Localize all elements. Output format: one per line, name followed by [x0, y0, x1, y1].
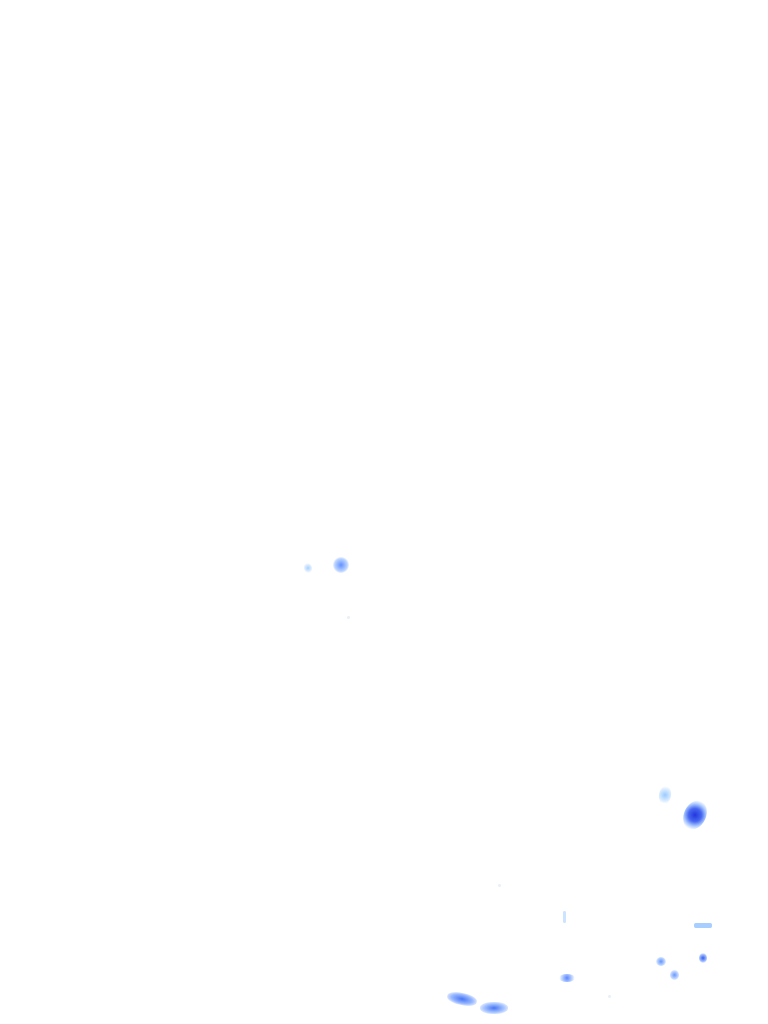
light-blue-paint-dash	[563, 911, 566, 923]
light-blue-paint-speck	[302, 561, 314, 575]
light-blue-paint-speck	[657, 785, 673, 805]
blue-paint-speck	[656, 957, 666, 966]
blue-paint-speck	[559, 974, 575, 982]
faint-speck	[608, 995, 611, 998]
faint-speck	[347, 616, 350, 619]
dark-blue-paint-speck	[699, 953, 707, 963]
blue-paint-speck	[333, 557, 349, 573]
blue-paint-dash	[694, 923, 712, 928]
dark-blue-paint-speck	[678, 796, 712, 834]
blue-paint-streak	[480, 1002, 508, 1014]
blue-paint-streak	[446, 990, 478, 1008]
faint-speck	[498, 884, 501, 887]
blue-paint-speck	[670, 970, 679, 980]
